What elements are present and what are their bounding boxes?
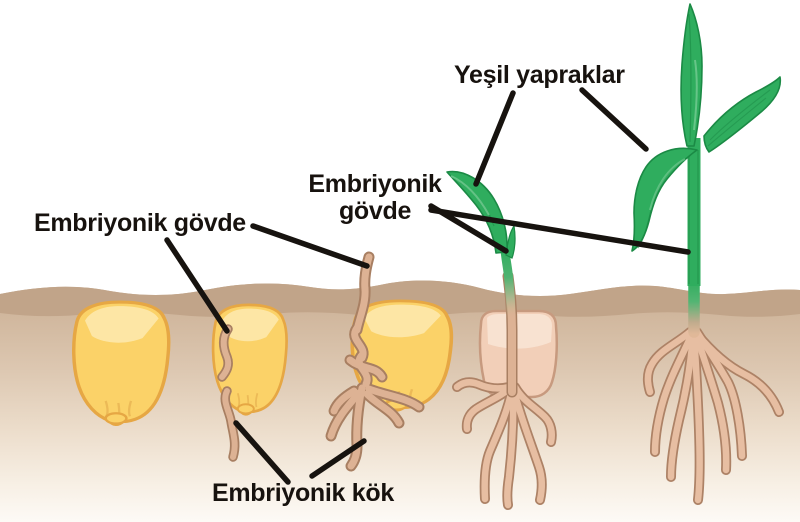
stage4-first-leaf [446,170,508,254]
label-embryonic-root: Embriyonik kök [212,479,394,507]
leader-stem-left-to-seed3 [250,223,370,269]
leader-leaves-to-stage5 [579,87,649,152]
stage1-seed [72,300,171,427]
stage5-left-leaf-highlight [649,158,686,211]
stage5-stem-edges [688,150,699,284]
leader-stem-left-to-seed2 [164,237,230,334]
stage5-plant [631,3,782,500]
stage5-top-leaf-highlight [693,59,698,131]
stage5-top-leaf-vein [688,13,692,143]
label-line-2: gövde [338,197,412,225]
seed-remnant-highlight [487,314,552,349]
stage4-shoot-fade [500,245,516,321]
stage5-left-leaf [631,147,698,252]
label-green-leaves: Yeşil yapraklar [454,61,625,89]
soil-surface-band [0,280,800,317]
leader-stem-center-to-stage5 [428,207,691,255]
stage5-right-leaf [703,76,782,153]
label-embryonic-stem-left: Embriyonik gövde [34,209,246,237]
leader-leaves-to-stage4 [473,90,516,187]
stage4-leaf-highlight [450,175,490,216]
stage5-right-leaf-veins [707,89,771,147]
label-embryonic-stem-center: Embriyonik gövde [300,171,450,225]
leader-root-to-seed2 [233,420,291,485]
leader-root-to-seed3 [309,438,367,479]
leader-lines [164,87,691,485]
label-line-1: Embriyonik [308,170,442,198]
stage5-top-leaf [680,3,703,147]
